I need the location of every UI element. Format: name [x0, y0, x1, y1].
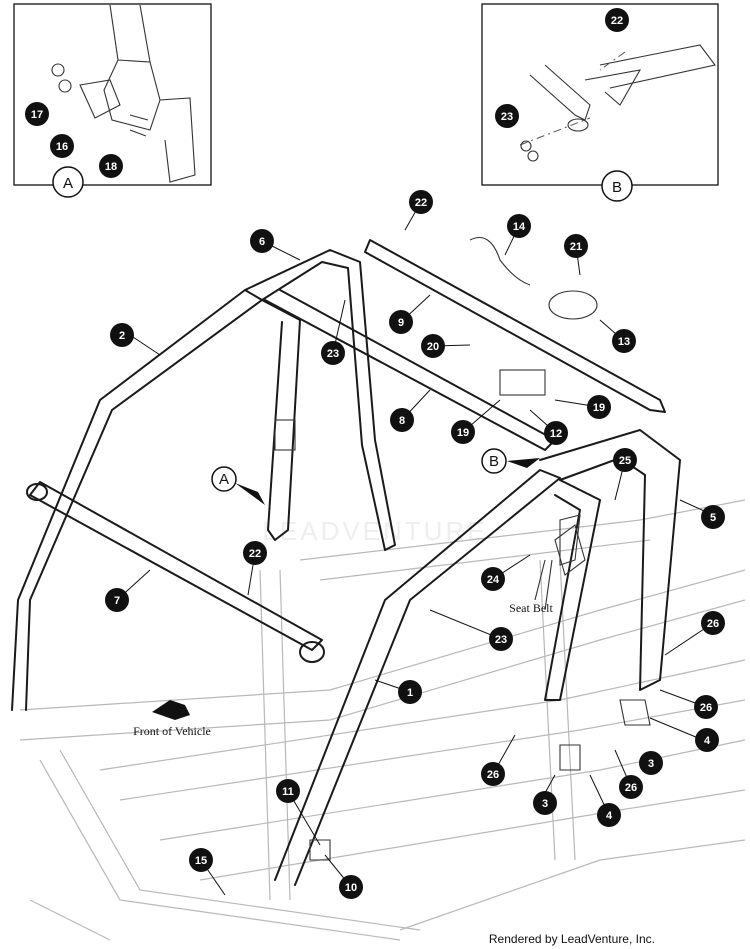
chassis-frame: [19, 499, 746, 941]
svg-text:16: 16: [56, 141, 68, 153]
svg-text:6: 6: [259, 236, 265, 248]
svg-text:8: 8: [399, 415, 405, 427]
svg-text:4: 4: [704, 735, 711, 747]
callout-19: 19: [587, 395, 611, 419]
callout-6: 6: [250, 229, 274, 253]
seat-belt-label: Seat Belt: [509, 601, 553, 615]
svg-text:23: 23: [327, 348, 339, 360]
seat-belt: Seat Belt: [509, 524, 586, 615]
callout-20: 20: [421, 334, 445, 358]
callout-18: 18: [99, 154, 123, 178]
callout-23: 23: [489, 627, 513, 651]
callout-22: 22: [605, 8, 629, 32]
svg-text:23: 23: [501, 111, 513, 123]
svg-text:26: 26: [487, 769, 499, 781]
callout-23: 23: [321, 341, 345, 365]
svg-text:13: 13: [618, 336, 630, 348]
callout-4: 4: [597, 803, 621, 827]
svg-text:11: 11: [282, 786, 294, 798]
callout-14: 14: [507, 214, 531, 238]
detail-arrows: A B: [211, 448, 540, 505]
svg-text:5: 5: [710, 512, 716, 524]
svg-text:25: 25: [619, 455, 631, 467]
hardware: [274, 236, 651, 861]
front-of-vehicle: Front of Vehicle: [133, 700, 211, 738]
svg-text:10: 10: [345, 882, 357, 894]
callout-15: 15: [189, 848, 213, 872]
callout-26: 26: [694, 695, 718, 719]
svg-text:26: 26: [625, 782, 637, 794]
callout-10: 10: [339, 875, 363, 899]
callout-1: 1: [398, 680, 422, 704]
svg-text:14: 14: [513, 221, 526, 233]
arrow-tag-a: A: [219, 471, 229, 488]
svg-text:21: 21: [570, 241, 582, 253]
callout-26: 26: [701, 611, 725, 635]
svg-text:2: 2: [119, 330, 125, 342]
svg-text:3: 3: [542, 798, 548, 810]
callout-26: 26: [481, 762, 505, 786]
callout-12: 12: [544, 421, 568, 445]
callout-11: 11: [276, 779, 300, 803]
detail-view-b: B: [481, 3, 719, 202]
svg-text:23: 23: [495, 634, 507, 646]
detail-tag-a: A: [63, 175, 73, 192]
callout-22: 22: [243, 541, 267, 565]
callout-5: 5: [701, 505, 725, 529]
svg-text:18: 18: [105, 161, 117, 173]
callout-25: 25: [613, 448, 637, 472]
svg-text:7: 7: [114, 595, 120, 607]
callout-9: 9: [389, 310, 413, 334]
arrow-tag-b: B: [489, 453, 499, 470]
svg-text:12: 12: [550, 428, 562, 440]
callout-19: 19: [451, 420, 475, 444]
svg-text:24: 24: [487, 574, 500, 586]
svg-text:3: 3: [648, 758, 654, 770]
callout-13: 13: [612, 329, 636, 353]
svg-text:20: 20: [427, 341, 439, 353]
callout-8: 8: [390, 408, 414, 432]
detail-tag-b: B: [612, 179, 622, 196]
callout-2: 2: [110, 323, 134, 347]
svg-text:26: 26: [707, 618, 719, 630]
svg-text:1: 1: [407, 687, 413, 699]
callout-7: 7: [105, 588, 129, 612]
rendered-by-footer: Rendered by LeadVenture, Inc.: [488, 932, 655, 946]
watermark: LEADVENTURE: [262, 516, 487, 546]
svg-text:22: 22: [611, 15, 623, 27]
svg-text:9: 9: [398, 317, 404, 329]
callout-17: 17: [25, 102, 49, 126]
svg-text:15: 15: [195, 855, 207, 867]
callout-23: 23: [495, 104, 519, 128]
svg-text:19: 19: [593, 402, 605, 414]
callout-3: 3: [639, 751, 663, 775]
svg-text:26: 26: [700, 702, 712, 714]
svg-text:22: 22: [415, 197, 427, 209]
callout-24: 24: [481, 567, 505, 591]
callout-21: 21: [564, 234, 588, 258]
svg-text:22: 22: [249, 548, 261, 560]
callout-16: 16: [50, 134, 74, 158]
callout-4: 4: [695, 728, 719, 752]
svg-text:17: 17: [31, 109, 43, 121]
front-of-vehicle-label: Front of Vehicle: [133, 724, 211, 738]
callout-3: 3: [533, 791, 557, 815]
roll-cage-tubes: [11, 239, 681, 886]
svg-text:19: 19: [457, 427, 469, 439]
callout-26: 26: [619, 775, 643, 799]
callout-22: 22: [409, 190, 433, 214]
svg-text:4: 4: [606, 810, 613, 822]
detail-view-a: A: [13, 3, 212, 198]
